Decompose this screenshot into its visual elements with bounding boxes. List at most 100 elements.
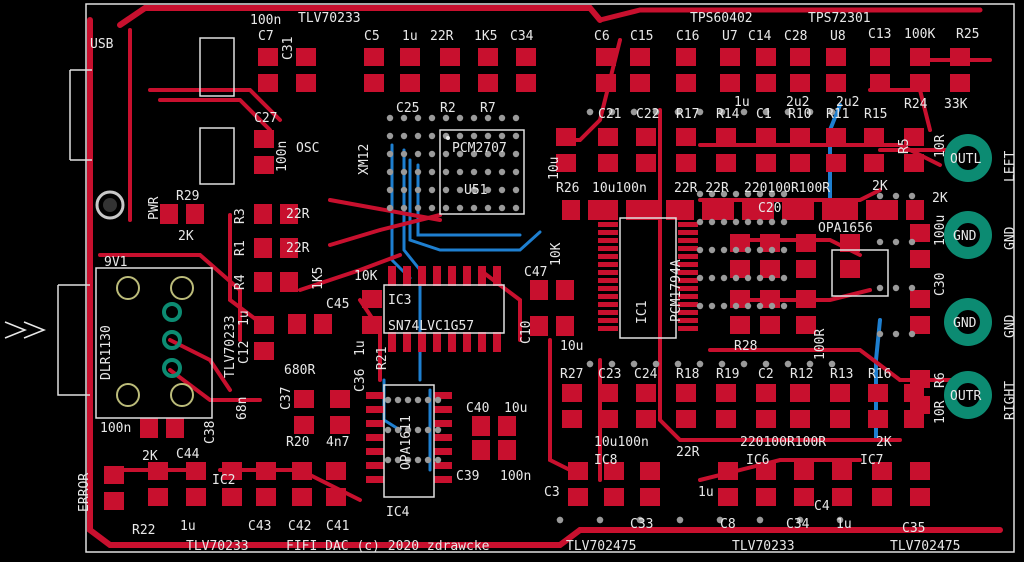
smd-component <box>676 384 696 428</box>
label: OPA1656 <box>818 221 873 236</box>
smd-component <box>910 370 930 414</box>
smd-component <box>400 48 420 92</box>
smd-component <box>254 130 274 174</box>
smd-component <box>292 462 312 506</box>
label: R20 <box>286 435 309 450</box>
smd-component <box>258 48 278 92</box>
label: C1 <box>756 107 772 122</box>
label: C36 <box>353 369 368 392</box>
smd-component <box>716 128 736 172</box>
label: 22R <box>286 241 310 256</box>
label: R11 <box>826 107 849 122</box>
label: 22R <box>430 29 454 44</box>
smd-component <box>756 384 776 428</box>
board-footer: FIFI DAC (c) 2020 zdrawcke <box>286 539 490 554</box>
label: 100n <box>100 421 131 436</box>
label: 1u <box>698 485 714 500</box>
label: 2K <box>178 229 194 244</box>
label: 10u <box>560 339 583 354</box>
connector-side-label: RIGHT <box>1003 381 1018 420</box>
label: 100n <box>275 141 290 172</box>
label: C8 <box>720 517 736 532</box>
silk-arrows <box>4 321 47 339</box>
label: 10u100n <box>594 435 649 450</box>
connector-side-label: GND <box>1003 314 1018 338</box>
label: R19 <box>716 367 739 382</box>
smd-component <box>186 462 206 506</box>
smd-component <box>840 234 860 278</box>
label: 10u100n <box>592 181 647 196</box>
label: C15 <box>630 29 653 44</box>
smd-component <box>910 48 930 92</box>
smd-component <box>160 204 204 224</box>
label: OSC <box>296 141 319 156</box>
label: C31 <box>281 37 296 60</box>
smd-component <box>910 462 930 506</box>
smd-component <box>556 128 576 172</box>
label: R28 <box>734 339 757 354</box>
smd-component <box>562 384 582 428</box>
label: U7 <box>722 29 738 44</box>
label: C24 <box>634 367 658 382</box>
label: C7 <box>258 29 274 44</box>
silkscreen-labels: 100n TLV70233 C7 C31 C5 1u 22R 1K5 C34 C… <box>77 11 1018 554</box>
label: 68n <box>235 397 250 420</box>
smd-component <box>326 462 346 506</box>
label: R17 <box>676 107 699 122</box>
smd-component <box>830 384 850 428</box>
vias <box>384 108 916 524</box>
smd-component <box>756 462 776 506</box>
label: R16 <box>868 367 891 382</box>
smd-component <box>362 290 382 334</box>
label: U51 <box>464 183 487 198</box>
smd-component <box>294 390 314 434</box>
label: C37 <box>279 387 294 410</box>
label: R14 <box>716 107 740 122</box>
label: R29 <box>176 189 199 204</box>
label: PCM2707 <box>452 141 507 156</box>
label: IC1 <box>635 301 650 324</box>
smd-component <box>598 384 618 428</box>
label: C28 <box>784 29 807 44</box>
smd-component <box>600 200 644 220</box>
label: C40 <box>466 401 489 416</box>
label: 1u <box>734 95 750 110</box>
label: C30 <box>933 273 948 296</box>
smd-component <box>676 48 696 92</box>
smd-component <box>596 48 616 92</box>
smd-component <box>440 48 460 92</box>
label: 2u2 <box>786 95 809 110</box>
label: DLR1130 <box>99 325 114 380</box>
smd-component <box>140 418 184 438</box>
label: C14 <box>748 29 772 44</box>
smd-component <box>530 316 574 336</box>
label: 10K <box>354 269 378 284</box>
label: TLV70233 <box>298 11 361 26</box>
dc-jack <box>57 267 213 419</box>
ic-sn74 <box>383 284 505 334</box>
label: C34 <box>510 29 534 44</box>
label: C6 <box>594 29 610 44</box>
label: 1u <box>180 519 196 534</box>
smd-component <box>716 200 760 220</box>
label: C33 <box>630 517 653 532</box>
smd-component <box>254 204 298 224</box>
smd-component <box>568 462 588 506</box>
smd-component <box>880 200 924 220</box>
label: 1u <box>353 340 368 356</box>
label: TLV70233 <box>186 539 249 554</box>
smd-component <box>256 462 276 506</box>
label: XM12 <box>357 144 372 175</box>
label: 10K <box>549 242 564 266</box>
through-holes <box>95 190 194 407</box>
smd-component <box>826 48 846 92</box>
label: IC2 <box>212 473 235 488</box>
smd-component <box>950 48 970 92</box>
label: SN74LVC1G57 <box>388 319 474 334</box>
label: IC7 <box>860 453 883 468</box>
label: TLV702475 <box>566 539 636 554</box>
ic-pcm1794a <box>619 217 677 339</box>
label: C12 <box>237 341 252 364</box>
label: 22R <box>286 207 310 222</box>
smd-component <box>756 48 776 92</box>
